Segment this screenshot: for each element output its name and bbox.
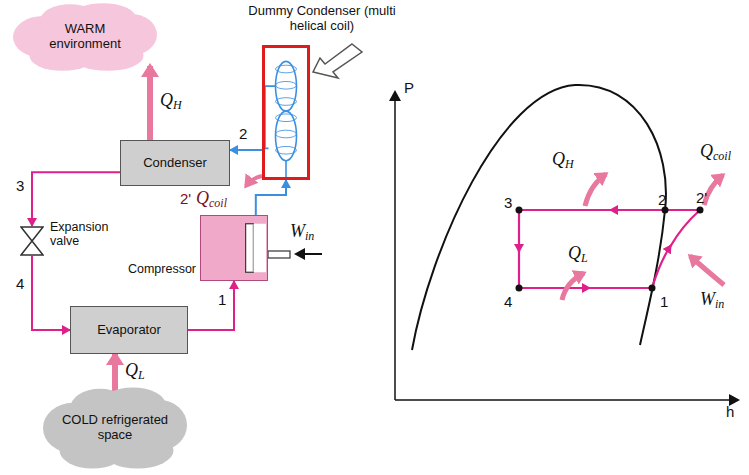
callout-arrow	[313, 44, 362, 78]
state-point	[516, 207, 704, 292]
saturation-dome	[412, 85, 666, 350]
node-text: Condenser	[143, 156, 207, 171]
axis-label: h	[726, 404, 734, 421]
heat-label: QH	[552, 150, 574, 171]
helical-coil	[265, 48, 307, 177]
state-number: 2	[658, 192, 666, 209]
axis	[395, 399, 738, 401]
state-number: 3	[16, 178, 24, 195]
refrigerant-pipe	[230, 149, 262, 151]
cylinder	[201, 216, 267, 280]
state-number: 4	[16, 276, 24, 293]
refrigerant-pipe	[32, 172, 120, 226]
refrigerant-pipe	[32, 256, 70, 330]
state-number: 3	[504, 195, 512, 212]
expansion-valve: Expansion valve	[20, 226, 44, 256]
state-number: 4	[504, 294, 512, 311]
refrigerant-pipe	[188, 281, 234, 330]
work-label: Win	[290, 222, 314, 243]
axis-label: P	[404, 80, 414, 97]
evaporator-box: Evaporator	[70, 306, 188, 354]
dummy-condenser: Dummy Condenser (multi helical coil)	[262, 45, 310, 180]
node-text: Evaporator	[97, 323, 161, 338]
heat-arrow	[562, 174, 724, 300]
compressor-box: Compressor	[200, 215, 268, 281]
work-label: Win	[700, 290, 724, 311]
heat-label: Qcoil	[700, 142, 731, 163]
node-text: WARM environment	[28, 22, 142, 52]
node-label: Expansion valve	[50, 220, 114, 249]
node-text: COLD refrigerated space	[58, 413, 172, 443]
callout-text: Dummy Condenser (multi helical coil)	[247, 4, 397, 34]
condenser-box: Condenser	[120, 140, 230, 186]
heat-flow-arrow	[147, 66, 153, 140]
state-number: 1	[218, 292, 226, 309]
heat-label: Qcoil	[196, 189, 227, 210]
valve-symbol	[20, 226, 44, 256]
state-number: 2'	[696, 190, 707, 207]
space-cloud: COLD refrigerated space	[40, 386, 190, 470]
state-number: 2	[239, 126, 247, 143]
heat-label: QL	[125, 361, 145, 382]
refrigerant-pipe	[256, 180, 286, 215]
environment-cloud: WARM environment	[10, 2, 160, 72]
work-arrow	[296, 253, 322, 255]
cycle-path	[519, 210, 700, 288]
piston-rod	[268, 251, 290, 258]
heat-arrow	[246, 176, 262, 186]
state-number: 2'	[180, 191, 191, 208]
state-number: 1	[660, 294, 668, 311]
heat-label: QL	[568, 244, 588, 265]
heat-label: QH	[160, 91, 182, 112]
axis	[394, 92, 396, 400]
heat-flow-arrow	[112, 354, 118, 392]
node-label: Compressor	[128, 262, 196, 276]
